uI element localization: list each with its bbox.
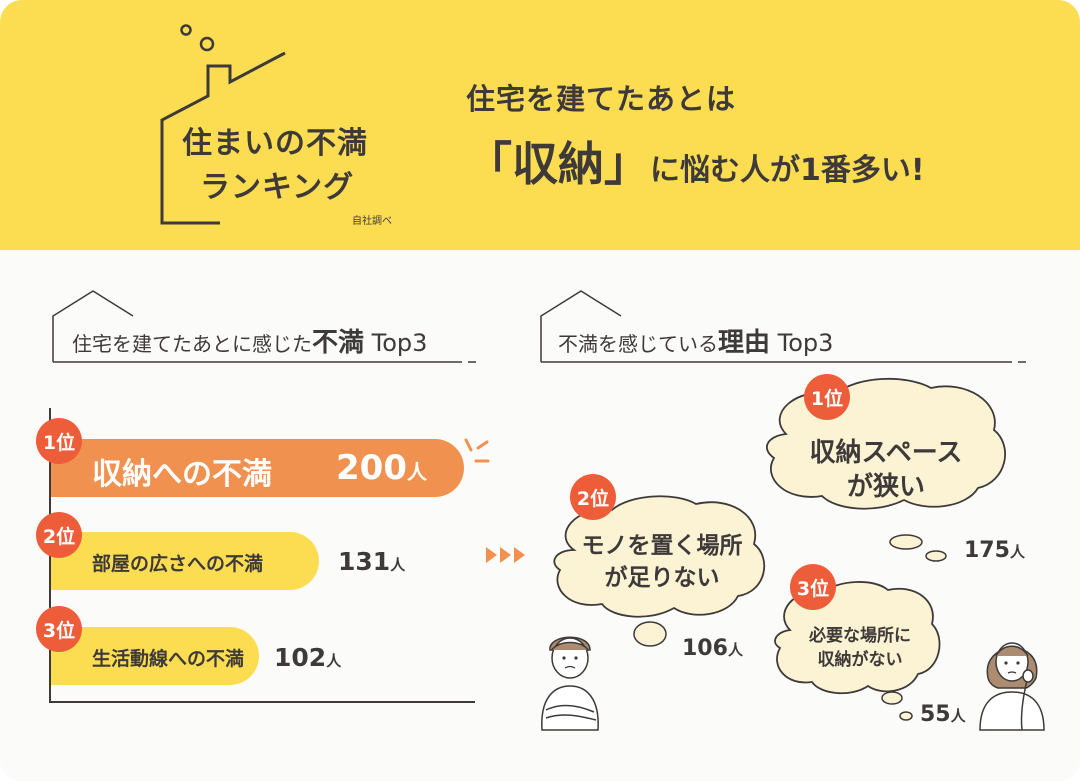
left-section-title: 住宅を建てたあとに感じた不満 Top3: [72, 322, 427, 359]
reason-text-1: 収納スペース が狭い: [786, 436, 986, 504]
right-title-prefix: 不満を感じている: [558, 332, 718, 356]
reason-count-2-unit: 人: [727, 641, 743, 659]
sparkle-icon: [464, 438, 490, 463]
headline-line1: 住宅を建てたあとは: [466, 82, 737, 116]
thought-cloud-rank-2: [553, 495, 766, 618]
left-title-suffix: Top3: [364, 329, 428, 357]
bar-rank-3: [51, 627, 259, 685]
bar-axis-base: [49, 701, 475, 703]
left-title-prefix: 住宅を建てたあとに感じた: [72, 332, 312, 356]
bar-count-3-unit: 人: [326, 652, 342, 670]
house-outline-icon: [160, 24, 286, 225]
source-note: 自社調べ: [352, 216, 392, 227]
reason-badge-1: 1位: [804, 374, 850, 420]
bar-rank-1: [51, 439, 464, 497]
right-section-title: 不満を感じている理由 Top3: [558, 322, 833, 359]
reason-text-3: 必要な場所に 収納がない: [790, 624, 930, 672]
bar-count-2: 131人: [338, 547, 405, 576]
cloud-3-bubbles: [881, 691, 913, 721]
reason-count-2: 106人: [682, 636, 743, 661]
smoke-bubble-large: [199, 36, 215, 52]
bar-count-2-value: 131: [338, 547, 391, 576]
ranking-title-line1: 住まいの不満: [182, 126, 368, 161]
reason-badge-2: 2位: [570, 474, 616, 520]
bar-label-1: 収納への不満: [92, 457, 272, 492]
reason-2-line1: モノを置く場所: [581, 533, 743, 559]
reason-3-line1: 必要な場所に: [809, 626, 911, 646]
headline-rest: に悩む人が1番多い!: [650, 153, 925, 188]
rank-badge-3: 3位: [36, 606, 82, 652]
rank-badge-2: 2位: [36, 512, 82, 558]
headline-emphasis: 「収納」: [466, 137, 650, 191]
reason-text-2: モノを置く場所 が足りない: [562, 530, 762, 594]
bar-label-2: 部屋の広さへの不満: [92, 553, 264, 575]
right-section-house-outline: [540, 290, 1026, 363]
ranking-title: 住まいの不満 ランキング: [182, 122, 402, 210]
right-title-suffix: Top3: [770, 329, 834, 357]
reason-3-line2: 収納がない: [817, 650, 903, 670]
reason-count-1: 175人: [964, 538, 1025, 563]
reason-count-3-value: 55: [920, 702, 951, 727]
right-title-strong: 理由: [718, 328, 771, 358]
reason-count-3-unit: 人: [950, 707, 966, 725]
header-banner: [0, 0, 1080, 250]
reason-count-3: 55人: [920, 702, 966, 727]
smoke-bubble-small: [180, 24, 192, 36]
reason-1-line2: が狭い: [846, 472, 925, 502]
reason-count-1-unit: 人: [1009, 543, 1025, 561]
left-section-house-outline: [52, 290, 476, 363]
headline-line2: 「収納」に悩む人が1番多い!: [466, 128, 925, 194]
man-crossed-arms-icon: [541, 636, 599, 731]
bar-count-3: 102人: [274, 643, 341, 672]
bar-count-1: 200人: [336, 448, 427, 488]
cloud-2-bubbles: [633, 621, 667, 647]
reason-2-line2: が足りない: [604, 565, 720, 591]
ranking-title-line2: ランキング: [200, 170, 355, 205]
bar-label-3: 生活動線への不満: [92, 648, 245, 670]
reason-count-2-value: 106: [682, 636, 728, 661]
woman-thinking-icon: [979, 642, 1045, 731]
triple-arrow-icon: [486, 547, 525, 563]
bar-count-2-unit: 人: [390, 556, 406, 574]
bar-rank-2: [51, 532, 319, 590]
bar-count-3-value: 102: [274, 643, 327, 672]
reason-badge-3: 3位: [790, 564, 836, 610]
bar-count-1-value: 200: [336, 448, 407, 488]
left-title-strong: 不満: [312, 328, 365, 358]
reason-1-line1: 収納スペース: [809, 438, 963, 468]
cloud-1-bubbles: [889, 534, 947, 562]
rank-badge-1: 1位: [36, 418, 82, 464]
house-roof-line: [160, 51, 286, 225]
bar-count-1-unit: 人: [406, 460, 427, 484]
reason-count-1-value: 175: [964, 538, 1010, 563]
